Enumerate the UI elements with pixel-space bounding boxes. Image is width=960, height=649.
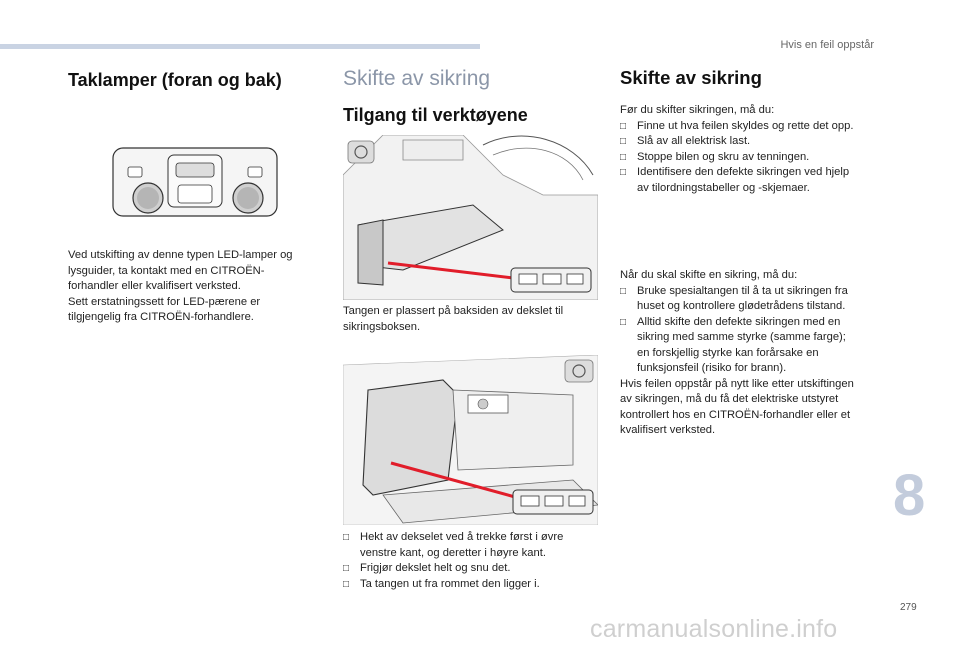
glovebox-fuse-access-illustration — [343, 135, 598, 300]
list-item: Alltid skifte den defekte sikringen med … — [620, 315, 860, 377]
fuse-cover-removal-illustration — [343, 355, 598, 525]
tilgang-caption: Tangen er plassert på baksiden av deksle… — [343, 304, 593, 335]
taklamper-paragraph-1: Ved utskifting av denne typen LED-lamper… — [68, 249, 293, 292]
tangen-caption: Tangen er plassert på baksiden av deksle… — [343, 305, 564, 333]
before-step-list: Finne ut hva feilen skyldes og rette det… — [620, 119, 860, 197]
list-item: Stoppe bilen og skru av tenningen. — [620, 150, 860, 166]
taklamper-paragraph-2: Sett erstatningssett for LED-pærene er t… — [68, 295, 261, 324]
taklamper-text: Ved utskifting av denne typen LED-lamper… — [68, 248, 300, 326]
list-item: Hekt av dekselet ved å trekke først i øv… — [343, 530, 593, 561]
chapter-number: 8 — [893, 463, 926, 528]
section-title-skifte-av-sikring: Skifte av sikring — [343, 67, 491, 90]
list-item: Finne ut hva feilen skyldes og rette det… — [620, 119, 860, 135]
running-header: Hvis en feil oppstår — [780, 39, 874, 51]
tilgang-step-list: Hekt av dekselet ved å trekke først i øv… — [343, 530, 593, 592]
section-title-skifte: Skifte av sikring — [620, 67, 762, 88]
column-tilgang: Skifte av sikring Tilgang til verktøyene — [343, 67, 593, 126]
list-item: Slå av all elektrisk last. — [620, 134, 860, 150]
ceiling-lamp-illustration — [110, 145, 280, 220]
skifte-outro: Hvis feilen oppstår på nytt like etter u… — [620, 377, 854, 437]
list-item: Ta tangen ut fra rommet den ligger i. — [343, 577, 593, 593]
column-skifte: Skifte av sikring Før du skifter sikring… — [620, 67, 860, 196]
skifte-intro-2: Når du skal skifte en sikring, må du: — [620, 269, 798, 281]
list-item: Bruke spesialtangen til å ta ut sikringe… — [620, 284, 860, 315]
watermark: carmanualsonline.info — [590, 615, 838, 643]
page-number: 279 — [900, 602, 917, 613]
during-step-list: Bruke spesialtangen til å ta ut sikringe… — [620, 284, 860, 377]
tilgang-steps: Hekt av dekselet ved å trekke først i øv… — [343, 530, 593, 592]
column-taklamper: Taklamper (foran og bak) — [68, 70, 308, 91]
subsection-title-tilgang: Tilgang til verktøyene — [343, 105, 528, 125]
list-item: Frigjør dekslet helt og snu det. — [343, 561, 593, 577]
skifte-procedure: Når du skal skifte en sikring, må du: Br… — [620, 268, 860, 439]
skifte-intro: Før du skifter sikringen, må du: — [620, 104, 775, 116]
section-title-taklamper: Taklamper (foran og bak) — [68, 70, 282, 90]
list-item: Identifisere den defekte sikringen ved h… — [620, 165, 860, 196]
header-rule — [0, 44, 480, 49]
